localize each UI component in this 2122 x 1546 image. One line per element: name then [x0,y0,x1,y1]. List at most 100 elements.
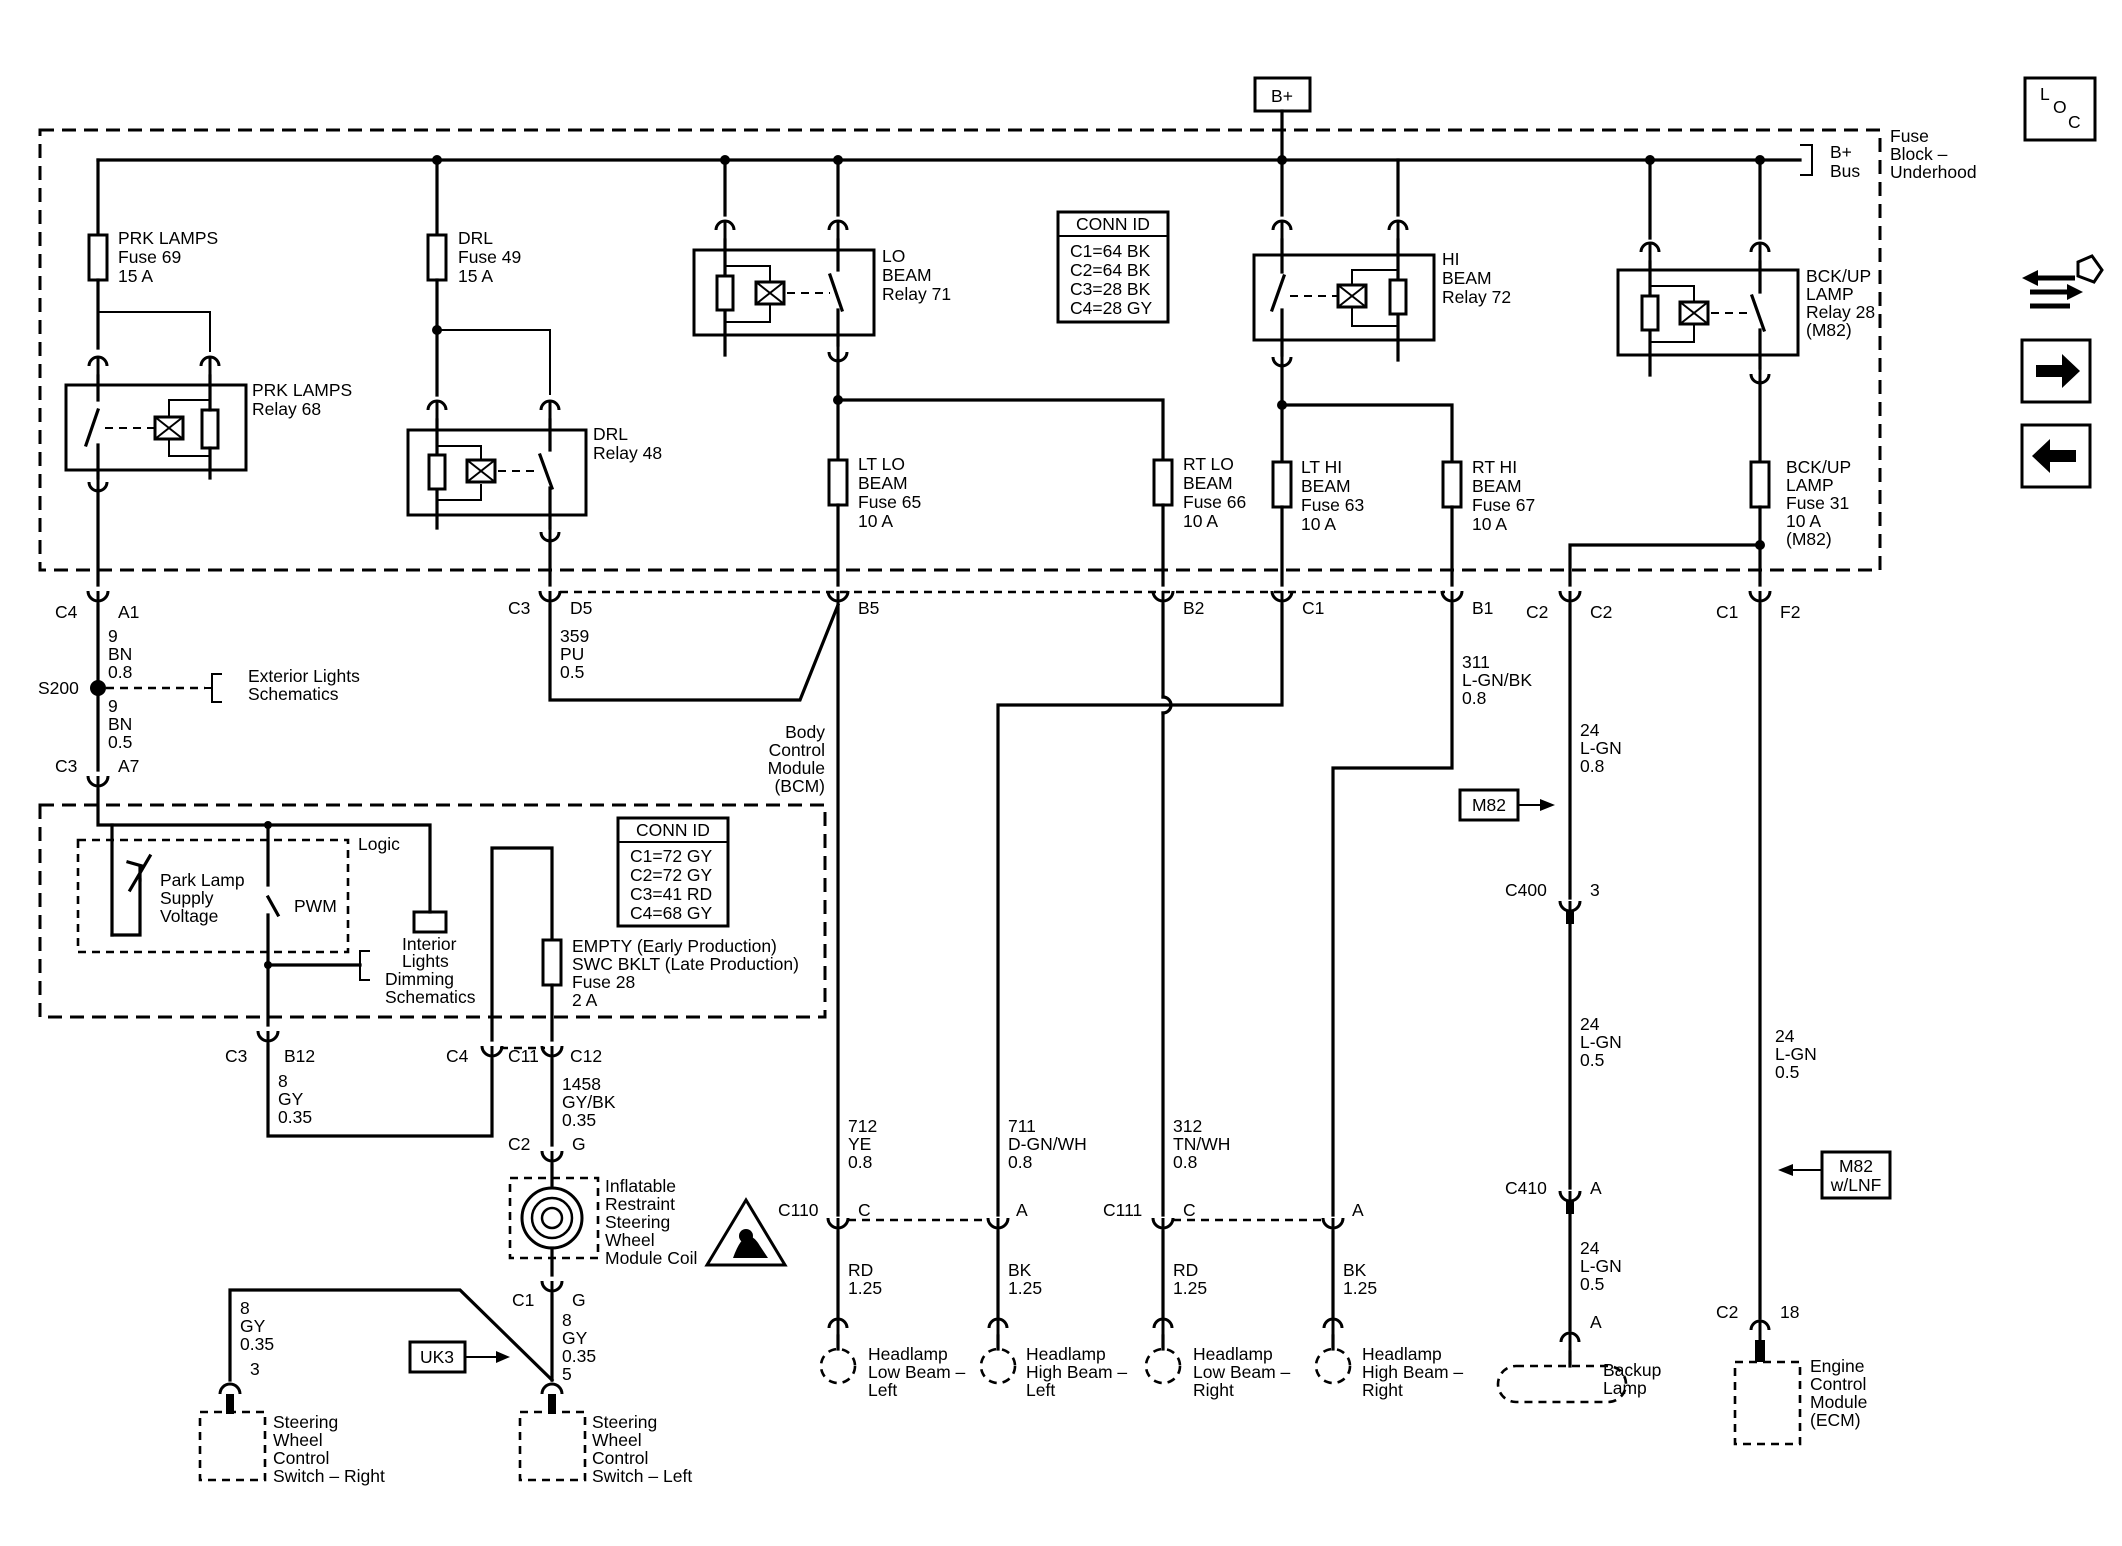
svg-text:Relay 72: Relay 72 [1442,287,1511,307]
svg-text:L-GN: L-GN [1580,1256,1622,1276]
svg-text:1.25: 1.25 [1343,1278,1377,1298]
svg-text:C400: C400 [1505,880,1547,900]
swc-bklt-fuse-label: EMPTY (Early Production) SWC BKLT (Late … [572,936,799,1010]
svg-text:BEAM: BEAM [1472,476,1522,496]
svg-text:C: C [2068,112,2081,132]
svg-text:C: C [858,1200,871,1220]
svg-text:YE: YE [848,1134,871,1154]
arrow-right-icon [2036,365,2066,377]
svg-text:Exterior Lights: Exterior Lights [248,666,360,686]
fuse-block-outline [38,128,1882,572]
svg-text:0.5: 0.5 [1580,1050,1604,1070]
svg-text:Park Lamp: Park Lamp [160,870,245,890]
uk3-option: UK3 [408,1340,510,1374]
svg-text:Control: Control [1810,1374,1866,1394]
wire-712: 712 YE 0.8 [848,1116,877,1172]
m82-option-1: M82 [1458,788,1555,822]
steering-wheel-switch-right: Steering Wheel Control Switch – Right [198,1382,385,1486]
svg-text:0.5: 0.5 [560,662,584,682]
svg-text:L-GN: L-GN [1580,738,1622,758]
svg-text:Right: Right [1193,1380,1234,1400]
svg-text:A: A [1590,1312,1602,1332]
svg-text:C4=68 GY: C4=68 GY [630,903,713,923]
svg-text:LAMP: LAMP [1806,284,1854,304]
exterior-lights-ref: Exterior Lights Schematics [248,666,360,704]
svg-text:C4=28 GY: C4=28 GY [1070,298,1153,318]
svg-text:10 A: 10 A [1301,514,1336,534]
svg-text:0.5: 0.5 [108,732,132,752]
svg-text:C1=64 BK: C1=64 BK [1070,241,1151,261]
connector-c110-c111: C110 C A C111 C A [778,1200,1364,1234]
svg-text:BCK/UP: BCK/UP [1806,266,1871,286]
svg-text:10 A: 10 A [858,511,893,531]
svg-text:(ECM): (ECM) [1810,1410,1861,1430]
svg-text:0.35: 0.35 [562,1346,596,1366]
svg-text:BN: BN [108,714,132,734]
svg-text:8: 8 [240,1298,250,1318]
backup-lamp: A Backup Lamp [1496,1312,1661,1404]
previous-page-button[interactable] [2020,423,2092,489]
svg-text:Relay 28: Relay 28 [1806,302,1875,322]
svg-text:359: 359 [560,626,589,646]
svg-text:C110: C110 [778,1200,819,1220]
svg-text:Fuse 66: Fuse 66 [1183,492,1246,512]
svg-text:1458: 1458 [562,1074,601,1094]
lt-lo-beam-fuse-label: LT LO BEAM Fuse 65 10 A [858,454,921,531]
svg-text:Module: Module [768,758,825,778]
svg-text:Fuse 67: Fuse 67 [1472,495,1535,515]
svg-text:Headlamp: Headlamp [868,1344,948,1364]
svg-text:B+: B+ [1271,86,1293,106]
drl-relay: DRL Relay 48 [406,418,662,530]
svg-text:Control: Control [769,740,825,760]
svg-text:GY/BK: GY/BK [562,1092,616,1112]
svg-text:C2=72 GY: C2=72 GY [630,865,713,885]
svg-text:RD: RD [848,1260,873,1280]
backup-lamp-relay: BCK/UP LAMP Relay 28 (M82) [1616,260,1875,377]
svg-text:Right: Right [1362,1380,1403,1400]
svg-text:Inflatable: Inflatable [605,1176,676,1196]
svg-text:Wheel: Wheel [592,1430,642,1450]
svg-text:1.25: 1.25 [1173,1278,1207,1298]
svg-text:C3: C3 [508,598,530,618]
m82-lnf-option: M82 w/LNF [1778,1150,1892,1200]
svg-text:PRK LAMPS: PRK LAMPS [252,380,352,400]
svg-text:S200: S200 [38,678,79,698]
svg-text:C1: C1 [1716,602,1738,622]
svg-text:C2: C2 [1526,602,1548,622]
svg-text:C111: C111 [1103,1200,1142,1220]
svg-text:PU: PU [560,644,584,664]
svg-text:Lights: Lights [402,951,449,971]
svg-text:0.35: 0.35 [240,1334,274,1354]
svg-text:A: A [1016,1200,1028,1220]
connector-labels-row1: C4 A1 C3 D5 B5 B2 C1 B1 C2 C2 C1 F2 [55,598,1800,622]
svg-text:Steering: Steering [592,1412,657,1432]
svg-text:Control: Control [592,1448,648,1468]
svg-text:0.8: 0.8 [108,662,132,682]
svg-text:w/LNF: w/LNF [1830,1175,1882,1195]
svg-text:0.8: 0.8 [1173,1152,1197,1172]
svg-text:HI: HI [1442,249,1460,269]
svg-text:BEAM: BEAM [882,265,932,285]
wire-9-bn-lower: 9 BN 0.5 [108,696,132,752]
svg-text:L-GN: L-GN [1775,1044,1817,1064]
connector-swap-icon[interactable] [2022,254,2104,309]
next-page-button[interactable] [2020,338,2092,404]
svg-text:LT HI: LT HI [1301,457,1342,477]
prk-lamps-fuse-label: PRK LAMPS Fuse 69 15 A [118,228,218,286]
bcm-logic-outline [76,838,350,954]
hi-beam-relay: HI BEAM Relay 72 [1252,238,1511,362]
svg-text:5: 5 [562,1364,572,1384]
wire-359-pu: 359 PU 0.5 [560,626,589,682]
rt-hi-beam-fuse [1441,460,1463,509]
svg-text:C3=41 RD: C3=41 RD [630,884,712,904]
swc-bklt-fuse [541,938,563,987]
loc-icon[interactable]: L O C [2023,76,2097,142]
svg-text:0.35: 0.35 [278,1107,312,1127]
svg-text:C12: C12 [570,1046,602,1066]
backup-lamp-fuse-label: BCK/UP LAMP Fuse 31 10 A (M82) [1786,457,1851,549]
splice-s200 [90,680,106,696]
svg-text:Engine: Engine [1810,1356,1865,1376]
headlamp-high-beam-right: Headlamp High Beam – Right [1314,1316,1463,1400]
svg-text:Interior: Interior [402,934,457,954]
